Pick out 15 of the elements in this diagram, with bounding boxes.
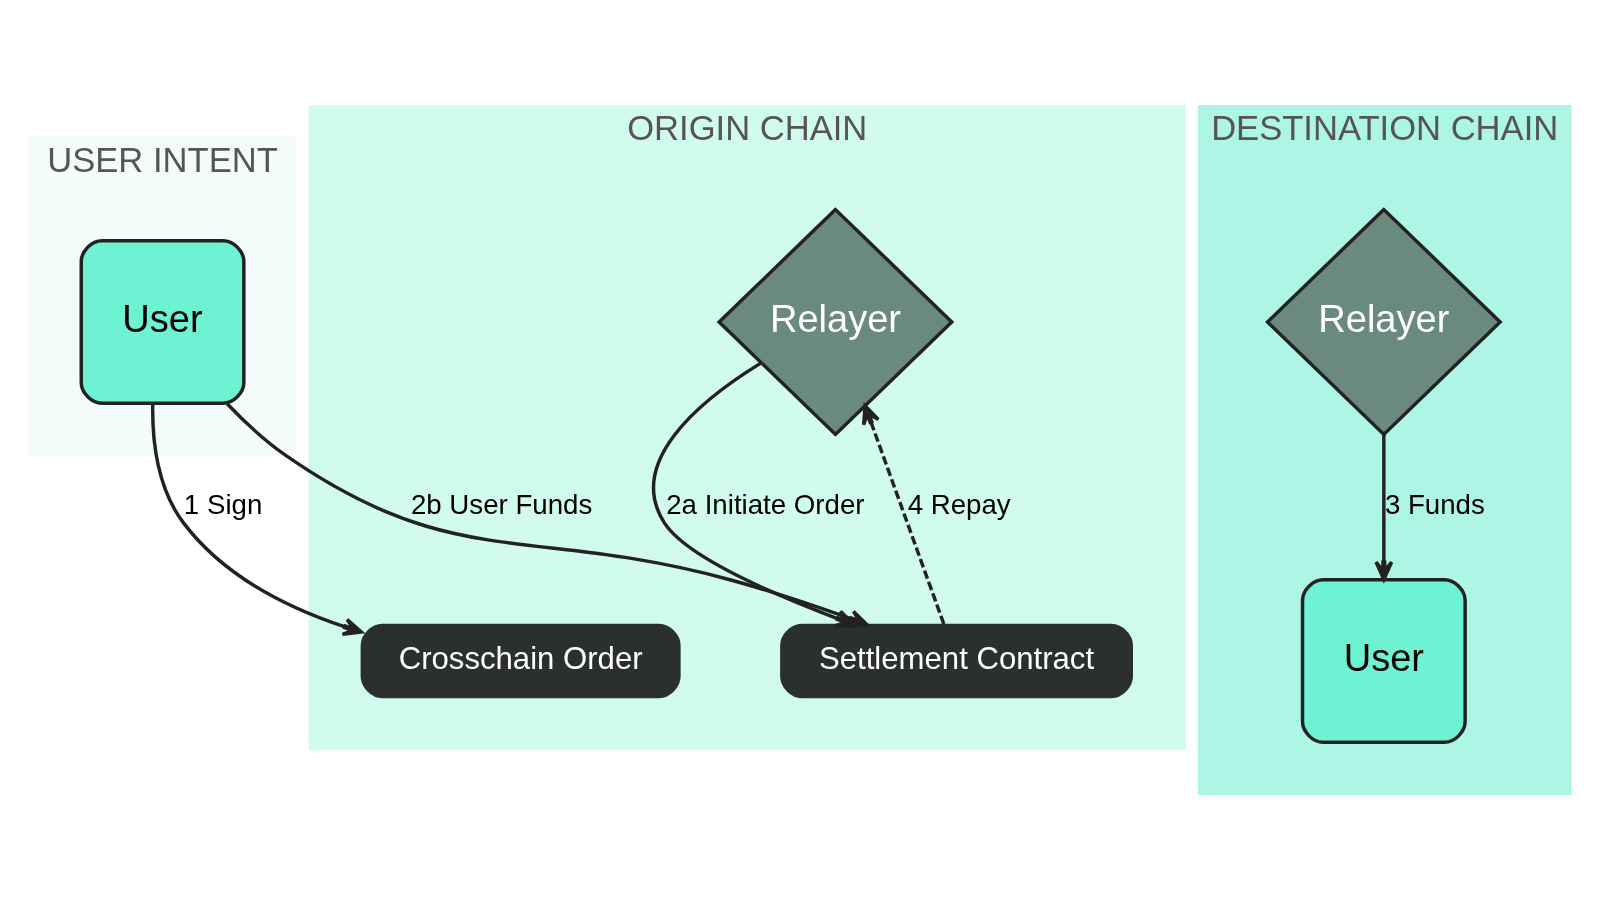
arrow (861, 404, 946, 625)
node-box: Settlement Contract (780, 623, 1133, 699)
node-box: User (79, 238, 246, 406)
arrow (1374, 434, 1394, 582)
arrow (150, 403, 364, 636)
edge-label: 2b User Funds (410, 488, 593, 520)
node-box: Crosschain Order (360, 623, 681, 699)
node-box: User (1300, 578, 1467, 745)
edge-label: 4 Repay (907, 488, 1011, 520)
arrow (652, 361, 856, 628)
edge-label: 3 Funds (1384, 488, 1485, 520)
node-diamond: Relayer (1265, 207, 1503, 437)
edge-label: 1 Sign (183, 488, 263, 520)
node-diamond: Relayer (716, 207, 955, 437)
edge-label: 2a Initiate Order (666, 488, 865, 520)
